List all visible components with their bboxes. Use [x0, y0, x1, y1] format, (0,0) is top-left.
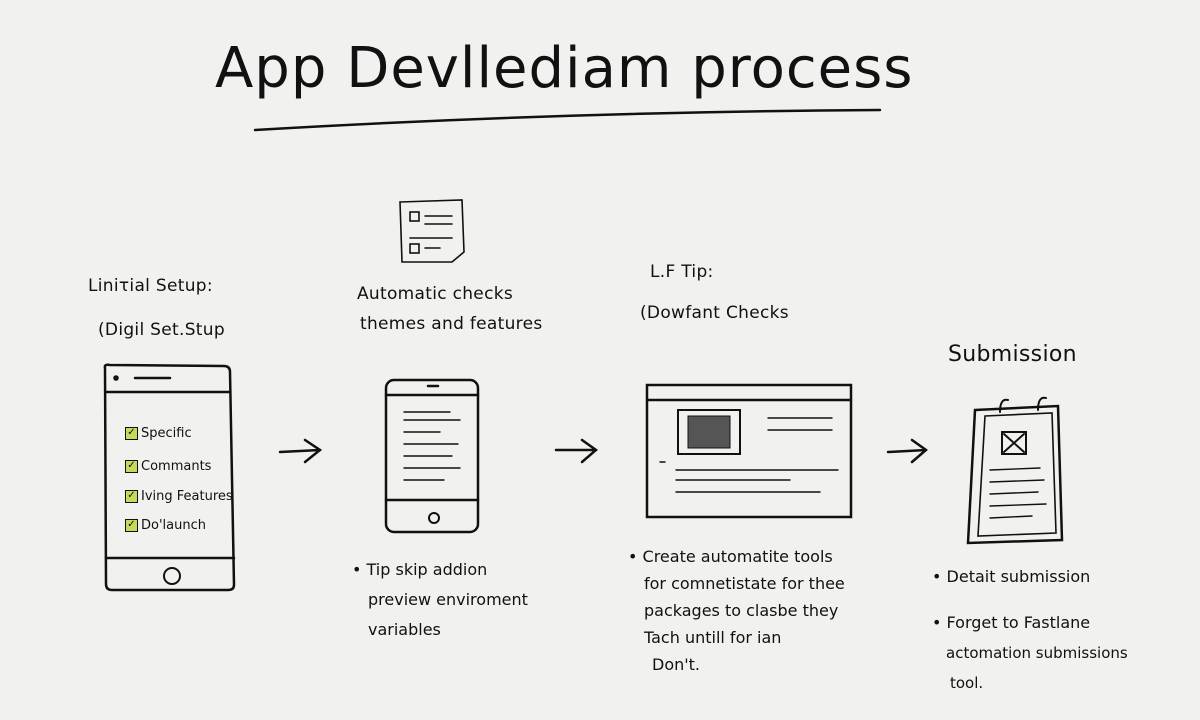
step-2-notes: • Tip skip addion preview enviroment var… — [352, 555, 528, 645]
step-2-heading-line: Automatic checks — [357, 284, 514, 304]
note-line: Don't. — [652, 655, 701, 674]
checklist-item: ✓Iving Features — [125, 489, 233, 504]
checklist-label: Do'launch — [141, 518, 206, 533]
notepad-icon — [966, 396, 1064, 545]
checklist-item: ✓Do'launch — [125, 518, 206, 533]
note-line: preview enviroment — [368, 590, 528, 609]
browser-window-icon — [645, 383, 853, 519]
note-line: Tach untill for ian — [644, 628, 782, 647]
note-line: for comnetistate for thee — [644, 574, 845, 593]
step-4-notes: • Detait submission • Forget to Fastlane… — [932, 562, 1128, 698]
note-line: • Tip skip addion — [352, 560, 488, 579]
arrow-icon — [554, 438, 599, 464]
tablet-icon — [384, 378, 480, 534]
note-line: actomation submissions — [946, 644, 1128, 662]
note-line: • Forget to Fastlane — [932, 613, 1091, 632]
step-2-heading-line: themes and features — [360, 314, 543, 334]
checklist-doc-icon — [399, 199, 465, 263]
note-line: • Detait submission — [932, 567, 1091, 586]
arrow-icon — [886, 438, 929, 464]
step-3-subheading: (Dowfant Checks — [640, 303, 789, 323]
checkbox-checked-icon: ✓ — [125, 519, 138, 532]
step-1-heading: Liniτial Setup: — [88, 276, 213, 296]
checkbox-checked-icon: ✓ — [125, 427, 138, 440]
title-underline — [253, 108, 882, 132]
checklist-label: Specific — [141, 426, 192, 441]
step-3-notes: • Create automatite tools for comnetista… — [628, 543, 845, 678]
step-4-heading: Submission — [948, 342, 1077, 367]
checklist-label: Commants — [141, 459, 212, 474]
step-3-heading: L.F Tip: — [650, 262, 714, 282]
phone-1-icon — [103, 363, 236, 592]
step-1-subheading: (Digil Set.Stup — [98, 320, 225, 340]
arrow-icon — [278, 438, 323, 464]
note-line: variables — [368, 620, 441, 639]
checkbox-checked-icon: ✓ — [125, 460, 138, 473]
checkbox-checked-icon: ✓ — [125, 490, 138, 503]
checklist-item: ✓Specific — [125, 426, 192, 441]
checklist-label: Iving Features — [141, 489, 233, 504]
page-title: App Devllediam process — [215, 36, 914, 101]
checklist-item: ✓Commants — [125, 459, 211, 474]
note-line: tool. — [950, 674, 984, 692]
note-line: • Create automatite tools — [628, 547, 833, 566]
note-line: packages to clasbe they — [644, 601, 839, 620]
